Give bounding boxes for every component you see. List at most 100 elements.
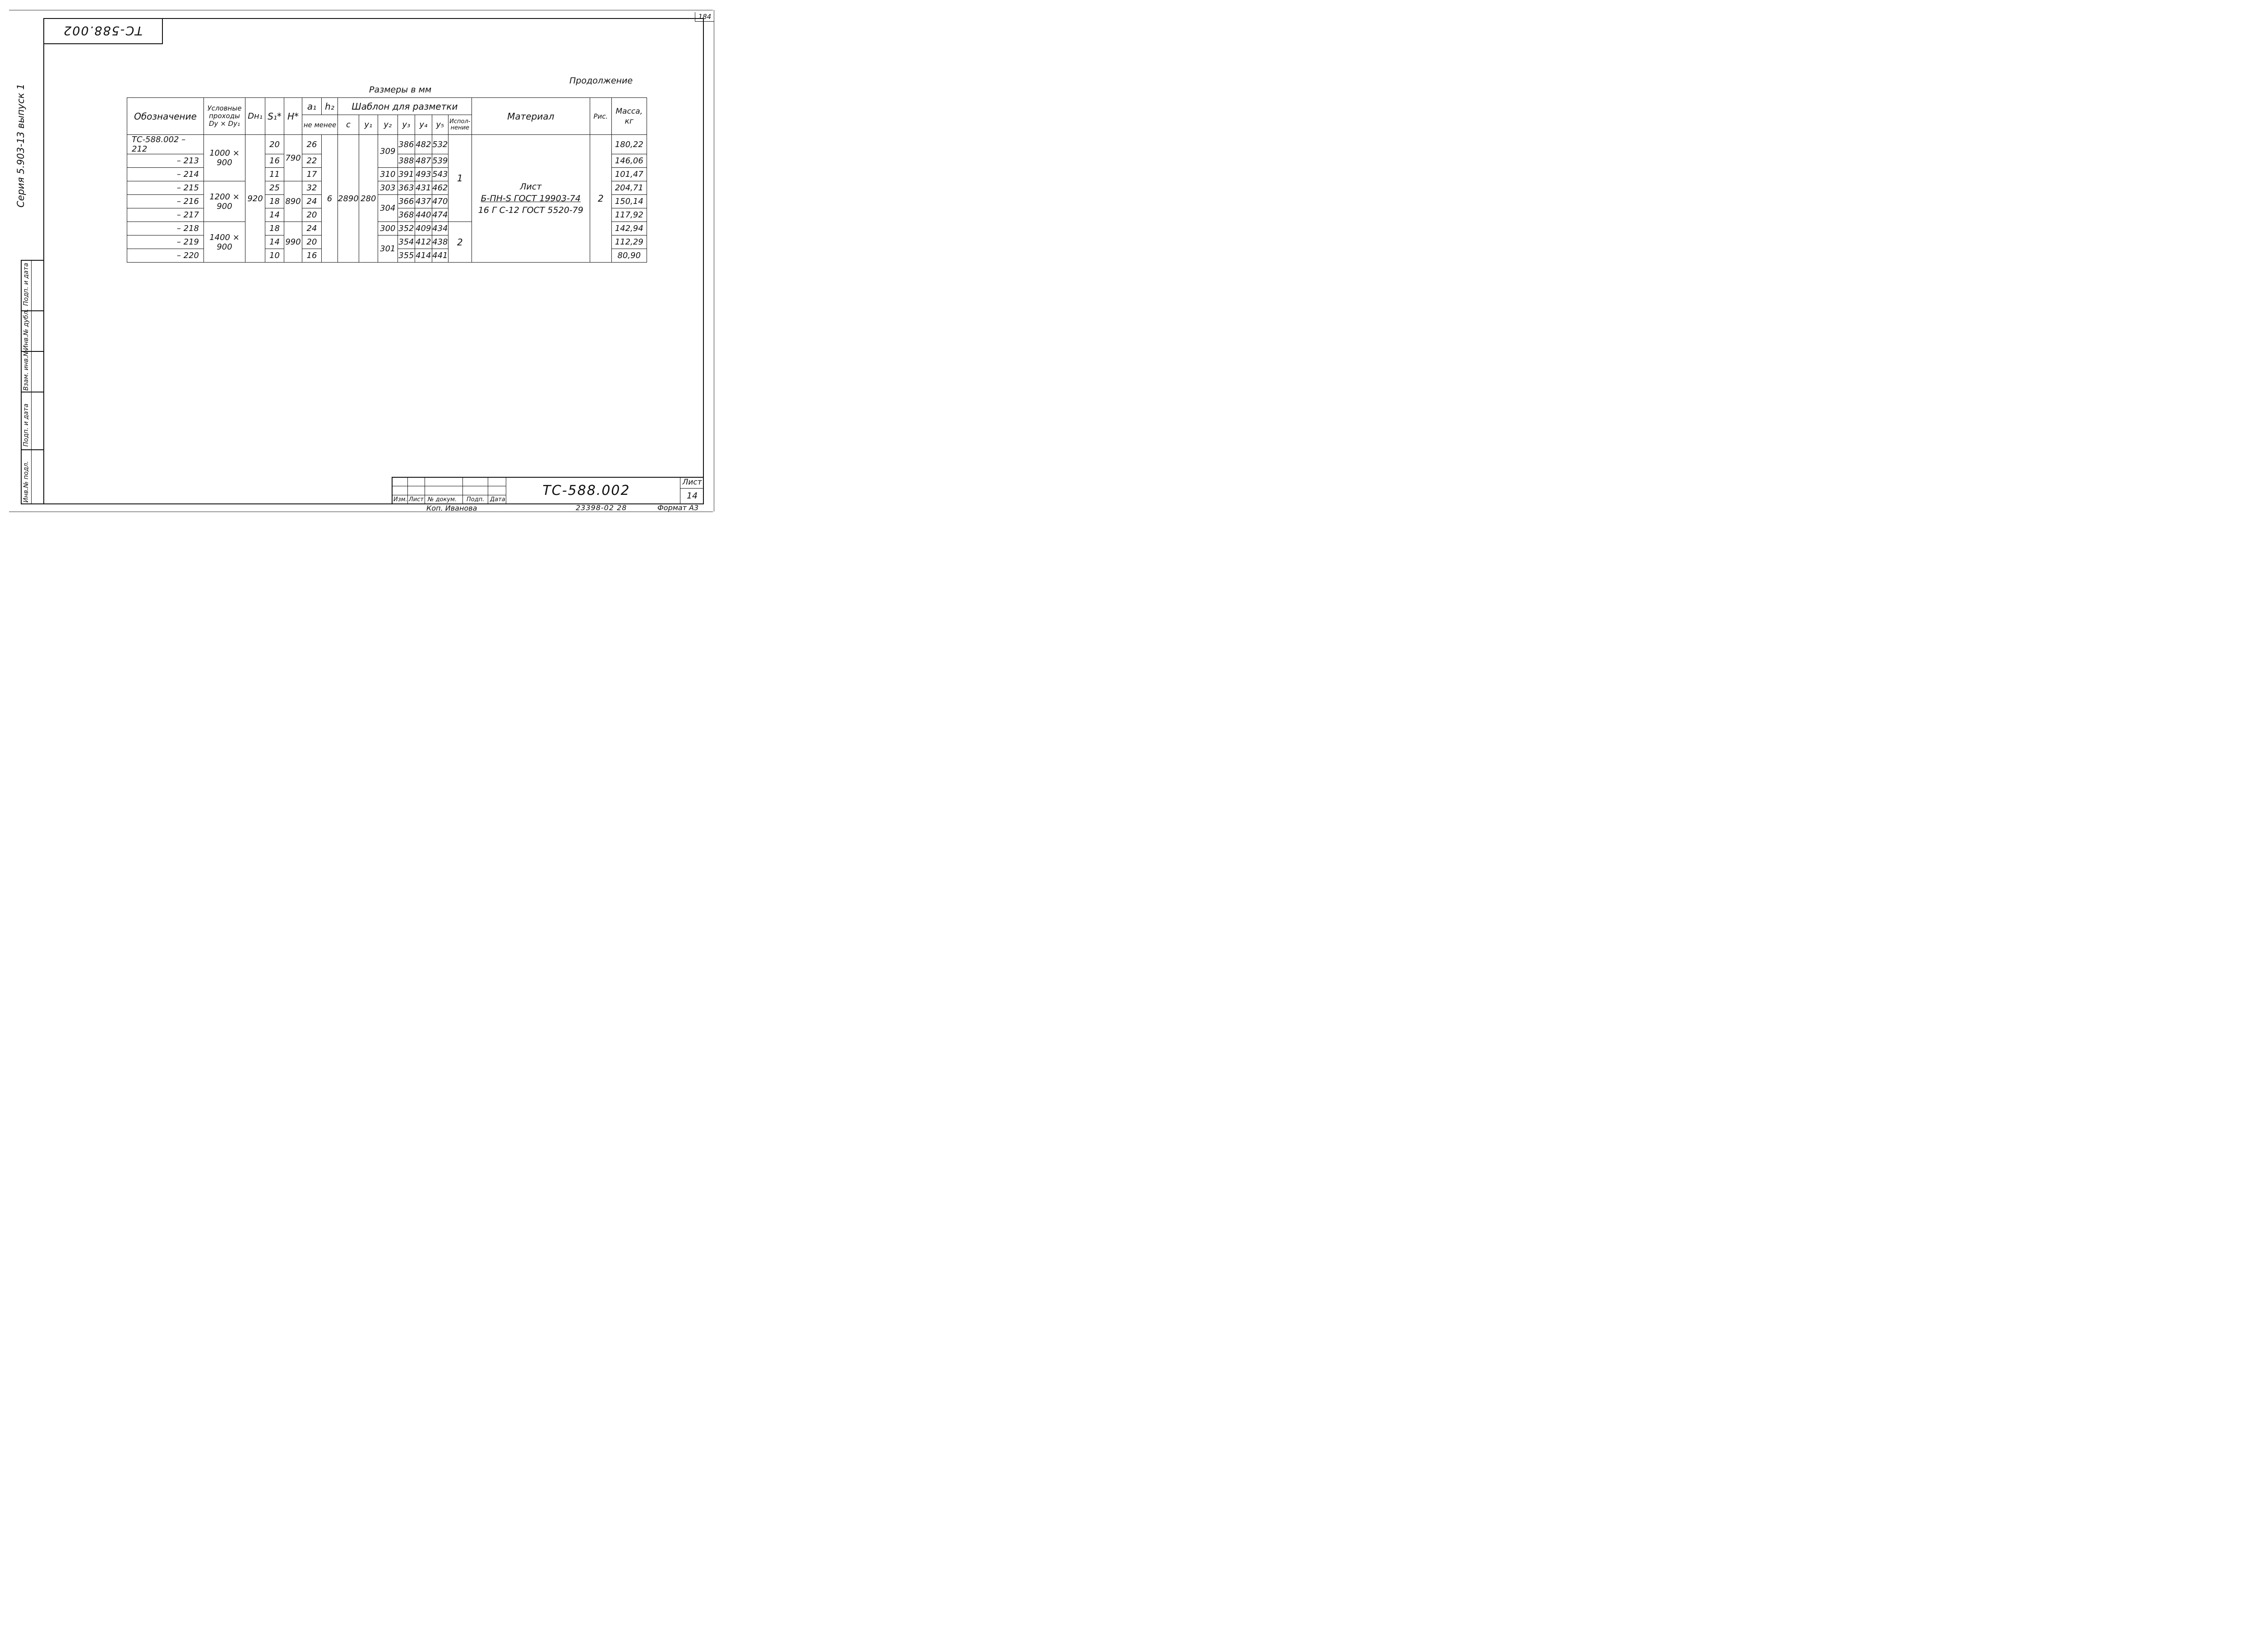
title-block-col-list: [408, 478, 425, 504]
row-213-y4: 487: [414, 154, 432, 168]
row-216-y5: 470: [431, 194, 448, 208]
row-217-y4: 440: [414, 208, 432, 222]
units-caption: Размеры в мм: [369, 85, 432, 95]
tb-label-sign: Подп.: [467, 496, 485, 503]
row-212-y5: 532: [431, 134, 448, 154]
side-cell-5: Подп. и дата: [22, 261, 43, 310]
row-219-s: 14: [265, 235, 284, 249]
side-label-sign-date-2: Подп. и дата: [23, 263, 30, 306]
fig-value: 2: [589, 134, 612, 263]
row-219-designation: – 219: [127, 235, 204, 249]
header-template: Шаблон для разметки: [337, 97, 472, 115]
row-215-s: 25: [265, 181, 284, 195]
row-212-a1: 26: [302, 134, 322, 154]
h2-value: 6: [321, 134, 338, 263]
c-value: 2890: [337, 134, 359, 263]
row-216-s: 18: [265, 194, 284, 208]
side-label-orig-inv: Инв.№ подл.: [23, 461, 30, 503]
row-217-y5: 474: [431, 208, 448, 222]
title-block-col-date: [488, 478, 506, 504]
order-number: 23398-02 28: [576, 503, 627, 512]
header-y2: y₂: [377, 115, 398, 135]
y2-300: 300: [377, 221, 398, 235]
y2-303: 303: [377, 181, 398, 195]
row-219-mass: 112,29: [611, 235, 647, 249]
continuation-label: Продолжение: [569, 76, 633, 86]
header-passages-line3: Dу × Dу₁: [209, 120, 240, 128]
row-213-y3: 388: [397, 154, 415, 168]
row-214-y4: 493: [414, 167, 432, 181]
title-block: Изм. Лист № докум. Подп. Дата: [392, 477, 704, 504]
row-220-designation: – 220: [127, 249, 204, 263]
header-h2: h₂: [321, 97, 338, 115]
row-220-y3: 355: [397, 249, 415, 263]
row-220-s: 10: [265, 249, 284, 263]
variant-1: 1: [448, 134, 472, 222]
row-214-designation: – 214: [127, 167, 204, 181]
sheet-label: Лист: [682, 478, 702, 487]
side-label-dup-inv: Инв.№ дубл.: [23, 309, 30, 350]
row-220-y4: 414: [414, 249, 432, 263]
row-216-y3: 366: [397, 194, 415, 208]
row-213-a1: 22: [302, 154, 322, 168]
side-stamp-column: Подп. и дата Инв.№ дубл. Взам. инв.№ Под…: [21, 260, 43, 504]
series-label: Серия 5.903-13 выпуск 1: [15, 83, 26, 208]
row-212-mass: 180,22: [611, 134, 647, 154]
row-212-s: 20: [265, 134, 284, 154]
h-790: 790: [284, 134, 302, 181]
row-219-y4: 412: [414, 235, 432, 249]
row-214-a1: 17: [302, 167, 322, 181]
row-214-s: 11: [265, 167, 284, 181]
row-216-mass: 150,14: [611, 194, 647, 208]
h-890: 890: [284, 181, 302, 222]
row-214-mass: 101,47: [611, 167, 647, 181]
format-label: Формат А3: [657, 503, 699, 512]
tb-label-izm: Изм.: [393, 496, 407, 503]
row-220-a1: 16: [302, 249, 322, 263]
header-passages-line2: проходы: [209, 112, 240, 120]
title-block-col-sign: [463, 478, 488, 504]
header-fig: Рис.: [589, 97, 612, 135]
header-a1: a₁: [302, 97, 322, 115]
header-c: c: [337, 115, 359, 135]
row-218-mass: 142,94: [611, 221, 647, 235]
material-line3: 16 Г С-12 ГОСТ 5520-79: [478, 205, 583, 215]
header-material: Материал: [471, 97, 590, 135]
row-218-designation: – 218: [127, 221, 204, 235]
side-cell-3: Взам. инв.№: [22, 350, 43, 392]
row-214-y5: 543: [431, 167, 448, 181]
title-block-col-doc: [425, 478, 463, 504]
row-215-y3: 363: [397, 181, 415, 195]
y2-301: 301: [377, 235, 398, 263]
h-990: 990: [284, 221, 302, 263]
header-min: не менее: [302, 115, 338, 135]
material-cell: Лист Б-ПН-S ГОСТ 19903-74 16 Г С-12 ГОСТ…: [471, 134, 590, 263]
y2-310: 310: [377, 167, 398, 181]
row-216-designation: – 216: [127, 194, 204, 208]
row-215-y4: 431: [414, 181, 432, 195]
header-passages: Условные проходы Dу × Dу₁: [203, 97, 245, 135]
row-213-mass: 146,06: [611, 154, 647, 168]
row-216-a1: 24: [302, 194, 322, 208]
y1-value: 280: [358, 134, 378, 263]
dn-value: 920: [245, 134, 265, 263]
row-215-designation: – 215: [127, 181, 204, 195]
drawing-frame: [43, 18, 704, 504]
row-215-mass: 204,71: [611, 181, 647, 195]
row-218-y5: 434: [431, 221, 448, 235]
row-219-a1: 20: [302, 235, 322, 249]
row-217-y3: 368: [397, 208, 415, 222]
variant-2: 2: [448, 221, 472, 263]
material-line1: Лист: [520, 182, 542, 192]
sheet-number: 14: [686, 491, 698, 501]
row-213-designation: – 213: [127, 154, 204, 168]
passage-1000: 1000 × 900: [203, 134, 245, 181]
row-218-a1: 24: [302, 221, 322, 235]
sheet-box: Лист 14: [680, 477, 704, 504]
row-217-a1: 20: [302, 208, 322, 222]
row-218-s: 18: [265, 221, 284, 235]
row-220-y5: 441: [431, 249, 448, 263]
header-passages-line1: Условные: [207, 104, 242, 112]
header-dn: Dн₁: [245, 97, 265, 135]
header-y5: y₅: [431, 115, 448, 135]
